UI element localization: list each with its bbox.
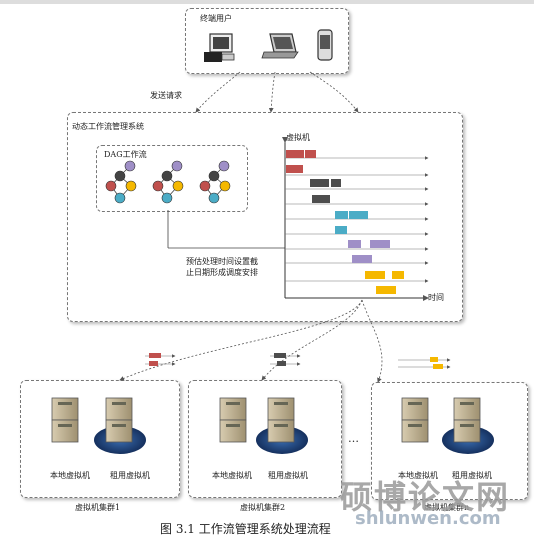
figure-caption: 图 3.1 工作流管理系统处理流程 xyxy=(160,522,331,536)
top-edge-bar xyxy=(0,0,534,4)
dag-workflow-box xyxy=(96,145,248,212)
local-vm-server-icon-1 xyxy=(51,397,79,443)
mobile-device-icon xyxy=(317,29,333,61)
watermark-url: shlunwen.com xyxy=(355,508,501,529)
cluster-ellipsis: … xyxy=(348,432,359,445)
cluster1-name: 虚拟机集群1 xyxy=(75,503,121,512)
dag-graph-3 xyxy=(199,160,231,204)
cluster1-rented-label: 租用虚拟机 xyxy=(110,471,150,480)
time-axis-label: 时间 xyxy=(428,293,444,302)
mini-schedule-1 xyxy=(145,353,176,366)
local-vm-server-icon-2 xyxy=(219,397,247,443)
terminal-users-title: 终端用户 xyxy=(200,14,232,23)
cluster-n-rented-label: 租用虚拟机 xyxy=(452,471,492,480)
dag-title: DAG工作流 xyxy=(104,150,147,159)
local-vm-server-icon-n xyxy=(401,397,429,443)
mini-schedule-n xyxy=(398,357,451,369)
cluster2-rented-label: 租用虚拟机 xyxy=(268,471,308,480)
schedule-note-line2: 止日期形成调度安排 xyxy=(186,268,258,277)
cluster2-name: 虚拟机集群2 xyxy=(240,503,286,512)
system-title: 动态工作流管理系统 xyxy=(72,122,144,131)
vm-axis-label: 虚拟机 xyxy=(286,133,310,142)
cluster-n-local-label: 本地虚拟机 xyxy=(398,471,438,480)
watermark-text: 硕博论文网 xyxy=(340,478,511,516)
cluster1-local-label: 本地虚拟机 xyxy=(50,471,90,480)
cluster-n-name: 虚拟机集群n xyxy=(424,503,470,512)
dag-graph-1 xyxy=(105,160,137,204)
vm-timeline xyxy=(282,137,429,301)
rented-vm-cloud-icon-2 xyxy=(256,397,308,454)
rented-vm-cloud-icon-n xyxy=(442,397,494,454)
dag-graph-2 xyxy=(152,160,184,204)
desktop-computer-icon xyxy=(204,33,235,62)
laptop-icon xyxy=(261,33,299,59)
cluster2-local-label: 本地虚拟机 xyxy=(212,471,252,480)
mini-schedule-2 xyxy=(270,353,301,366)
request-label: 发送请求 xyxy=(150,91,182,100)
schedule-note-line1: 预估处理时间设置截 xyxy=(186,257,258,266)
rented-vm-cloud-icon-1 xyxy=(94,397,146,454)
